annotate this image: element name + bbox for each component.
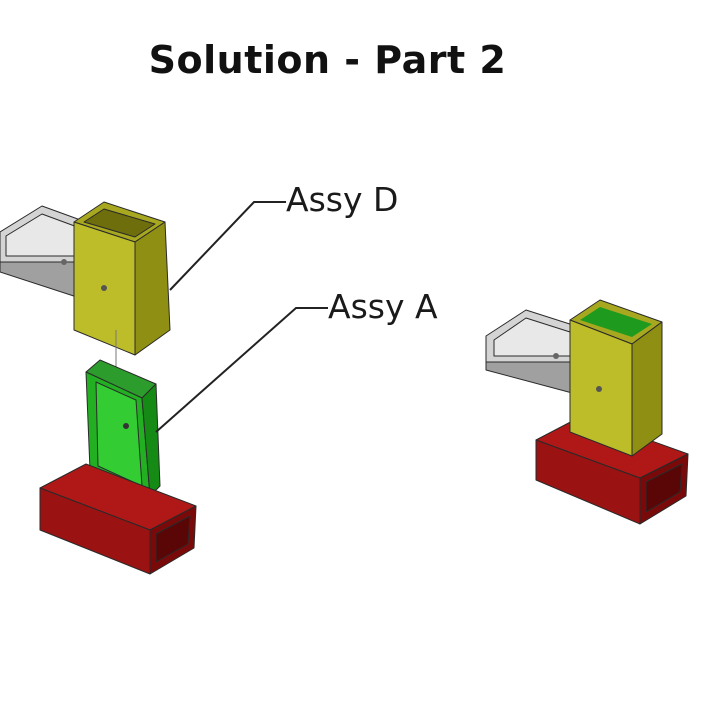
green-sleeve-side	[141, 383, 161, 497]
red-base-slot	[155, 515, 191, 563]
tray-hole	[61, 259, 67, 265]
assembled-view	[485, 299, 689, 525]
olive-box-side-right	[631, 321, 663, 457]
olive-box-hole	[101, 285, 107, 291]
page-title: Solution - Part 2	[148, 38, 507, 82]
red-base-slot-right	[645, 463, 683, 513]
exploded-view	[0, 201, 197, 575]
red-base-left	[39, 463, 197, 575]
assy-a-leader	[155, 307, 328, 433]
tray-front-face-right	[485, 361, 577, 395]
olive-box-assembled	[569, 299, 663, 457]
olive-box-opening	[83, 208, 156, 238]
assy-d-leader	[169, 201, 286, 291]
olive-box-side	[134, 221, 171, 356]
callout-assy-d: Assy D	[286, 180, 399, 219]
olive-box-assy-d	[73, 201, 171, 356]
tray-part-left	[0, 205, 87, 301]
callout-assy-a: Assy A	[328, 287, 438, 326]
olive-box-hole-right	[596, 386, 602, 392]
tray-part-right	[485, 309, 577, 395]
green-insert-visible	[580, 307, 652, 337]
green-sleeve-assy-a	[85, 359, 161, 497]
green-sleeve-hole	[123, 423, 129, 429]
tray-front-face	[0, 261, 87, 301]
tray-hole-right	[553, 353, 559, 359]
